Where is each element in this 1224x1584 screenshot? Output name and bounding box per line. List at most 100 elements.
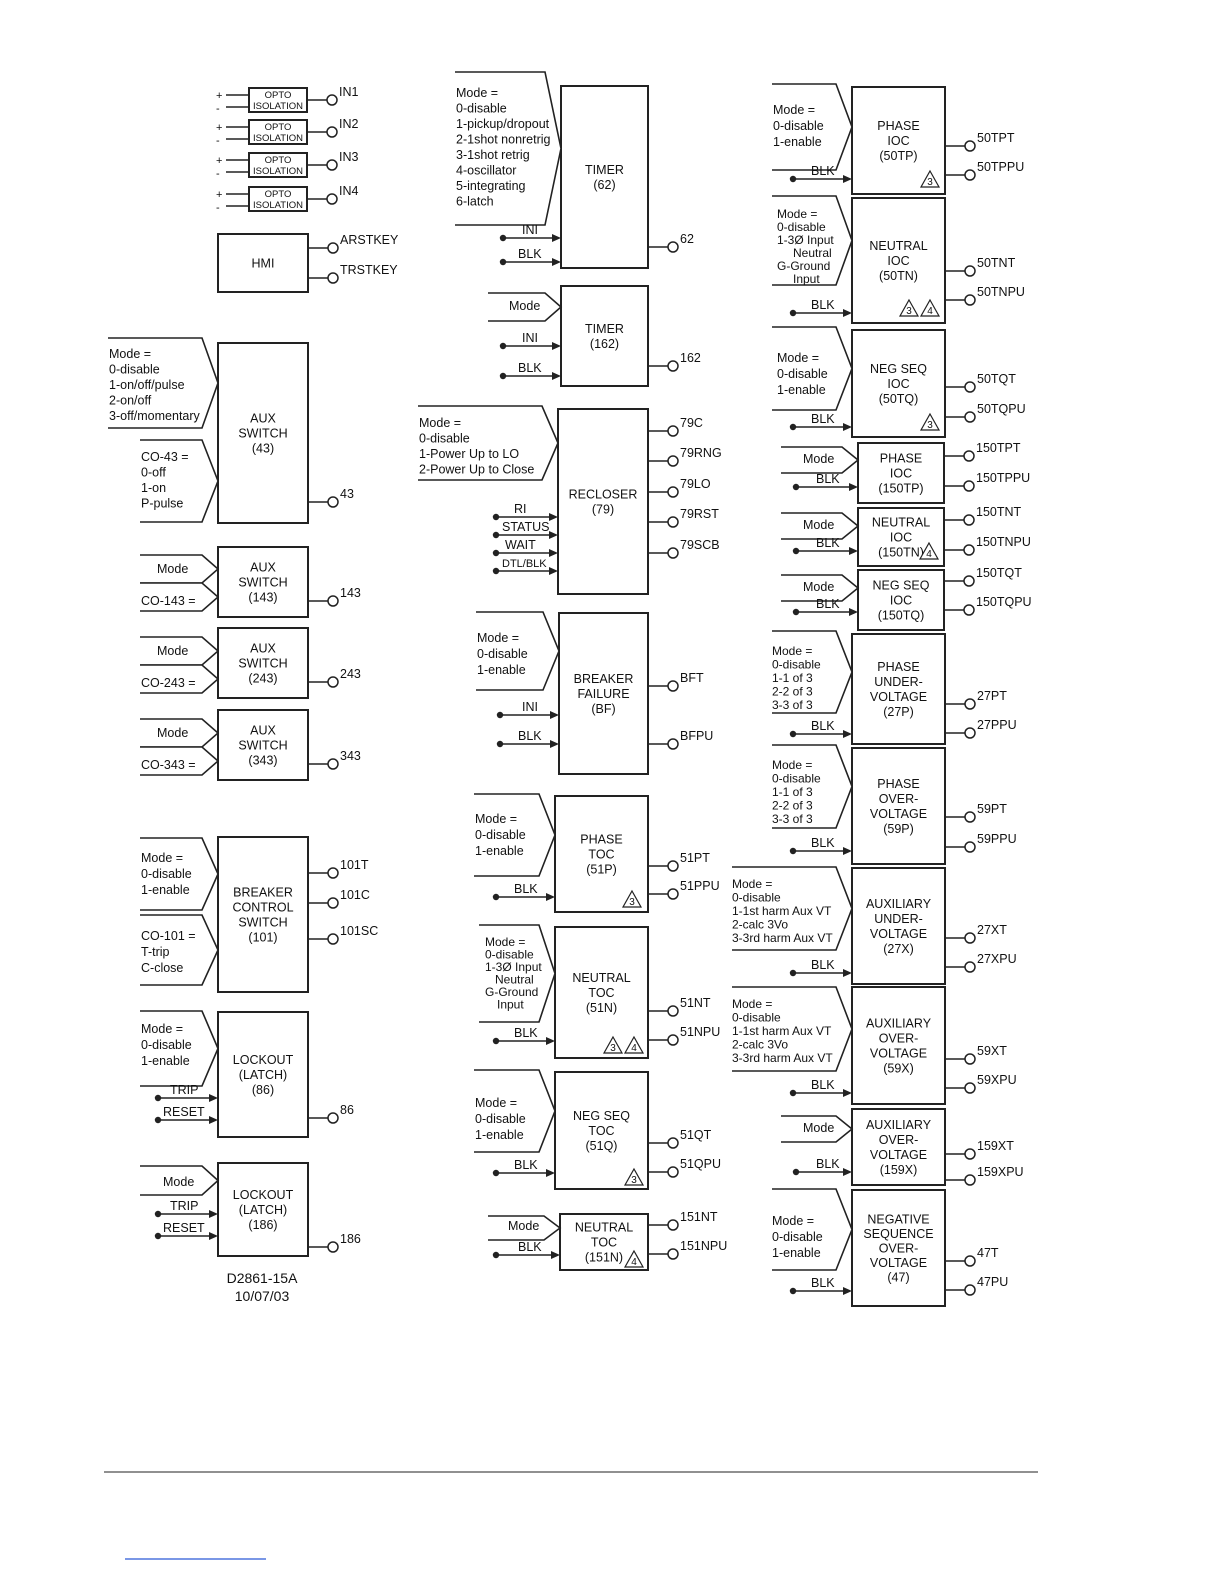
- input-dot: [154, 1210, 162, 1218]
- note-number: 3: [927, 177, 933, 188]
- block-title-line: PHASE: [877, 777, 919, 791]
- block-box: [851, 747, 946, 865]
- mode-text: 3-3rd harm Aux VT: [732, 1051, 833, 1065]
- output-terminal: [963, 450, 975, 462]
- input-dot: [789, 969, 797, 977]
- output-terminal: [964, 294, 976, 306]
- mode-text: 2-2 of 3: [772, 685, 813, 699]
- figure-date: 10/07/03: [235, 1288, 290, 1304]
- block-title-line: ISOLATION: [253, 200, 303, 211]
- output-label: 47PU: [977, 1275, 1008, 1289]
- block-title-line: (27P): [883, 705, 914, 719]
- input-arrowhead: [843, 1287, 852, 1295]
- output-label: 62: [680, 232, 694, 246]
- mode-input-arrow: [476, 611, 560, 691]
- output-terminal: [964, 932, 976, 944]
- output-terminal: [963, 480, 975, 492]
- blk-label: BLK: [816, 536, 840, 550]
- output-terminal: [963, 544, 975, 556]
- figure-id: D2861-15A: [227, 1270, 298, 1286]
- mode-text: 2-Power Up to Close: [419, 463, 534, 477]
- output-terminal: [667, 241, 679, 253]
- mode-text: 0-disable: [777, 367, 828, 381]
- mode-text: 1-enable: [141, 1054, 190, 1068]
- input-arrowhead: [549, 549, 558, 557]
- input-dot: [792, 483, 800, 491]
- mode-text: 1-3Ø Input: [777, 233, 834, 247]
- output-label: 101C: [340, 888, 370, 902]
- input-dot: [792, 608, 800, 616]
- block-title-line: (186): [248, 1218, 277, 1232]
- mode-text: 0-disable: [419, 432, 470, 446]
- output-terminal: [327, 1112, 339, 1124]
- blk-label: BLK: [811, 298, 835, 312]
- block-box: [217, 546, 309, 618]
- output-label: 79LO: [680, 477, 711, 491]
- output-label: 27XT: [977, 923, 1007, 937]
- reset-label: RESET: [163, 1221, 205, 1235]
- output-terminal: [667, 1137, 679, 1149]
- output-label: 101SC: [340, 924, 378, 938]
- block-title-line: VOLTAGE: [870, 690, 927, 704]
- note-triangle: [602, 1035, 624, 1054]
- input-dot: [792, 1168, 800, 1176]
- mode-input-label: Mode: [803, 518, 834, 532]
- mode-input-arrow: [781, 574, 860, 602]
- mode-text: 0-off: [141, 466, 166, 480]
- block-title-line: (51Q): [586, 1139, 618, 1153]
- output-label: 150TQPU: [976, 595, 1032, 609]
- output-terminal: [667, 455, 679, 467]
- input-dot: [492, 893, 500, 901]
- input-dot: [492, 513, 500, 521]
- input-arrowhead: [843, 423, 852, 431]
- mode-text: Mode =: [141, 851, 183, 865]
- mode-text: 2-calc 3Vo: [732, 918, 788, 932]
- mode-input-arrow: [455, 71, 562, 226]
- output-terminal: [964, 1148, 976, 1160]
- mode-text: 0-disable: [475, 828, 526, 842]
- input-arrowhead: [843, 1168, 852, 1176]
- block-title-line: NEG SEQ: [870, 362, 927, 376]
- minus-sign: -: [216, 103, 220, 115]
- note-number: 4: [631, 1043, 637, 1054]
- output-label: 59XPU: [977, 1073, 1017, 1087]
- output-terminal: [964, 265, 976, 277]
- block-box: [248, 119, 308, 145]
- output-label: 159XPU: [977, 1165, 1024, 1179]
- block-title-line: (159X): [880, 1163, 918, 1177]
- output-terminal: [667, 1034, 679, 1046]
- output-label: 51PPU: [680, 879, 720, 893]
- block-title-line: AUX: [250, 411, 276, 425]
- mode-input-arrow: [781, 446, 860, 474]
- block-box: [851, 1108, 946, 1186]
- blk-label: BLK: [811, 1276, 835, 1290]
- output-terminal: [964, 1284, 976, 1296]
- block-box: [857, 442, 945, 504]
- block-title-line: (162): [590, 337, 619, 351]
- block-title-line: (151N): [585, 1250, 623, 1264]
- block-title-line: AUXILIARY: [866, 1118, 932, 1132]
- block-title-line: IOC: [887, 134, 909, 148]
- output-terminal: [964, 841, 976, 853]
- mode-text: 4-oscillator: [456, 164, 516, 178]
- input-arrowhead: [843, 847, 852, 855]
- block-title-line: (59P): [883, 822, 914, 836]
- mode-input-arrow: [140, 664, 220, 694]
- output-terminal: [964, 411, 976, 423]
- note-triangle: [919, 298, 941, 317]
- block-title-line: NEUTRAL: [575, 1220, 633, 1234]
- block-title-line: VOLTAGE: [870, 1046, 927, 1060]
- output-label: BFT: [680, 671, 704, 685]
- output-terminal: [963, 604, 975, 616]
- block-title-line: (47): [887, 1270, 909, 1284]
- output-label: IN3: [339, 150, 359, 164]
- block-title-line: TOC: [588, 1124, 614, 1138]
- block-title-line: (50TN): [879, 269, 918, 283]
- block-title-line: NEGATIVE: [867, 1212, 929, 1226]
- blk-label: BLK: [518, 361, 542, 375]
